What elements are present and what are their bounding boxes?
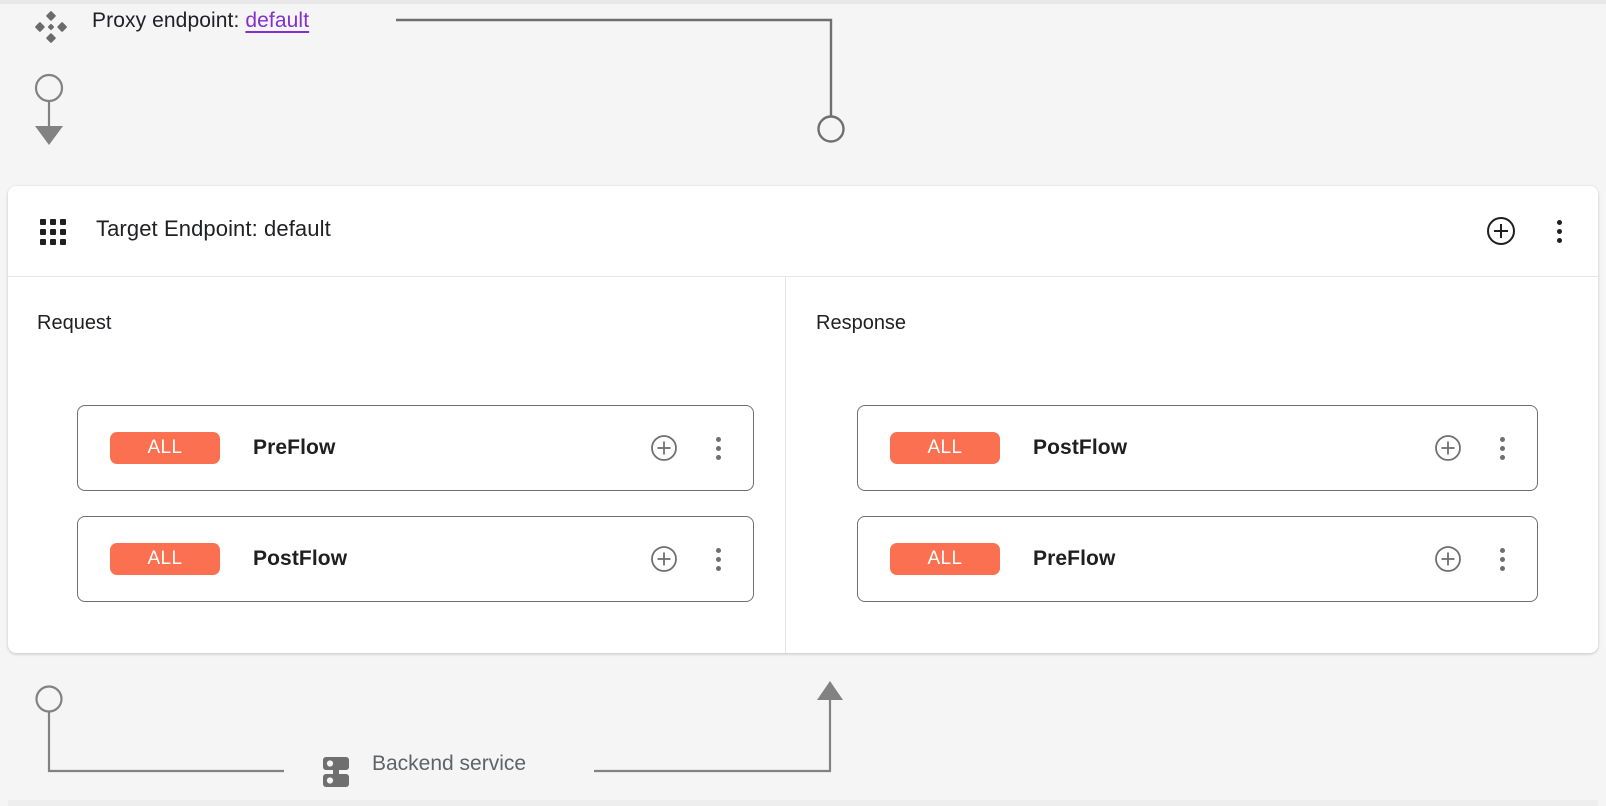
request-entry-connector [34, 73, 64, 145]
flow-card-request-postflow[interactable]: ALL PostFlow [77, 516, 754, 602]
response-flow-list: ALL PostFlow [857, 405, 1538, 602]
more-vert-icon [1556, 219, 1562, 243]
request-flow-list: ALL PreFlow [77, 405, 754, 602]
flow-badge: ALL [110, 432, 220, 464]
flow-card-actions [1431, 542, 1519, 576]
flow-name: PostFlow [1033, 436, 1128, 459]
plus-circle-icon [651, 435, 677, 461]
plus-circle-icon [651, 546, 677, 572]
bottom-edge-strip [8, 800, 1598, 806]
target-endpoint-card: Target Endpoint: default Request ALL Pre [8, 186, 1598, 653]
add-step-button[interactable] [1431, 542, 1465, 576]
flow-menu-button[interactable] [1485, 542, 1519, 576]
target-endpoint-header: Target Endpoint: default [8, 186, 1598, 277]
proxy-endpoint-header: Proxy endpoint: default [0, 4, 1606, 44]
backend-service-row: Backend service [0, 745, 1606, 806]
flow-badge: ALL [890, 432, 1000, 464]
apps-grid-icon [40, 219, 66, 245]
target-endpoint-menu-button[interactable] [1542, 214, 1576, 248]
flow-card-response-postflow[interactable]: ALL PostFlow [857, 405, 1538, 491]
target-endpoint-title: Target Endpoint: default [96, 216, 331, 241]
flow-menu-button[interactable] [1485, 431, 1519, 465]
server-icon [320, 755, 352, 789]
response-column: Response ALL PostFlow [786, 277, 1598, 653]
add-policy-button[interactable] [1484, 214, 1518, 248]
flow-card-actions [1431, 431, 1519, 465]
flow-card-response-preflow[interactable]: ALL PreFlow [857, 516, 1538, 602]
plus-circle-icon [1435, 546, 1461, 572]
plus-circle-icon [1487, 217, 1515, 245]
flow-menu-button[interactable] [701, 542, 735, 576]
proxy-endpoint-title: Proxy endpoint: default [92, 9, 309, 33]
flow-badge: ALL [890, 543, 1000, 575]
target-endpoint-body: Request ALL PreFlow [8, 277, 1598, 653]
add-step-button[interactable] [647, 542, 681, 576]
flow-name: PreFlow [253, 436, 336, 459]
proxy-endpoint-link[interactable]: default [245, 9, 310, 32]
response-column-label: Response [816, 312, 907, 334]
plus-circle-icon [1435, 435, 1461, 461]
backend-service-label: Backend service [372, 752, 527, 775]
add-step-button[interactable] [1431, 431, 1465, 465]
more-vert-icon [715, 547, 721, 571]
request-column: Request ALL PreFlow [8, 277, 786, 653]
flow-card-actions [647, 542, 735, 576]
flow-menu-button[interactable] [701, 431, 735, 465]
flow-name: PostFlow [253, 547, 348, 570]
target-endpoint-actions [1484, 214, 1576, 248]
more-vert-icon [1499, 436, 1505, 460]
flow-badge: ALL [110, 543, 220, 575]
request-column-label: Request [37, 312, 112, 334]
more-vert-icon [1499, 547, 1505, 571]
flow-card-actions [647, 431, 735, 465]
top-edge-strip [0, 0, 1606, 4]
more-vert-icon [715, 436, 721, 460]
proxy-endpoint-label: Proxy endpoint: [92, 9, 240, 32]
flow-name: PreFlow [1033, 547, 1116, 570]
add-step-button[interactable] [647, 431, 681, 465]
proxy-diamond-icon [34, 10, 68, 44]
flow-card-request-preflow[interactable]: ALL PreFlow [77, 405, 754, 491]
